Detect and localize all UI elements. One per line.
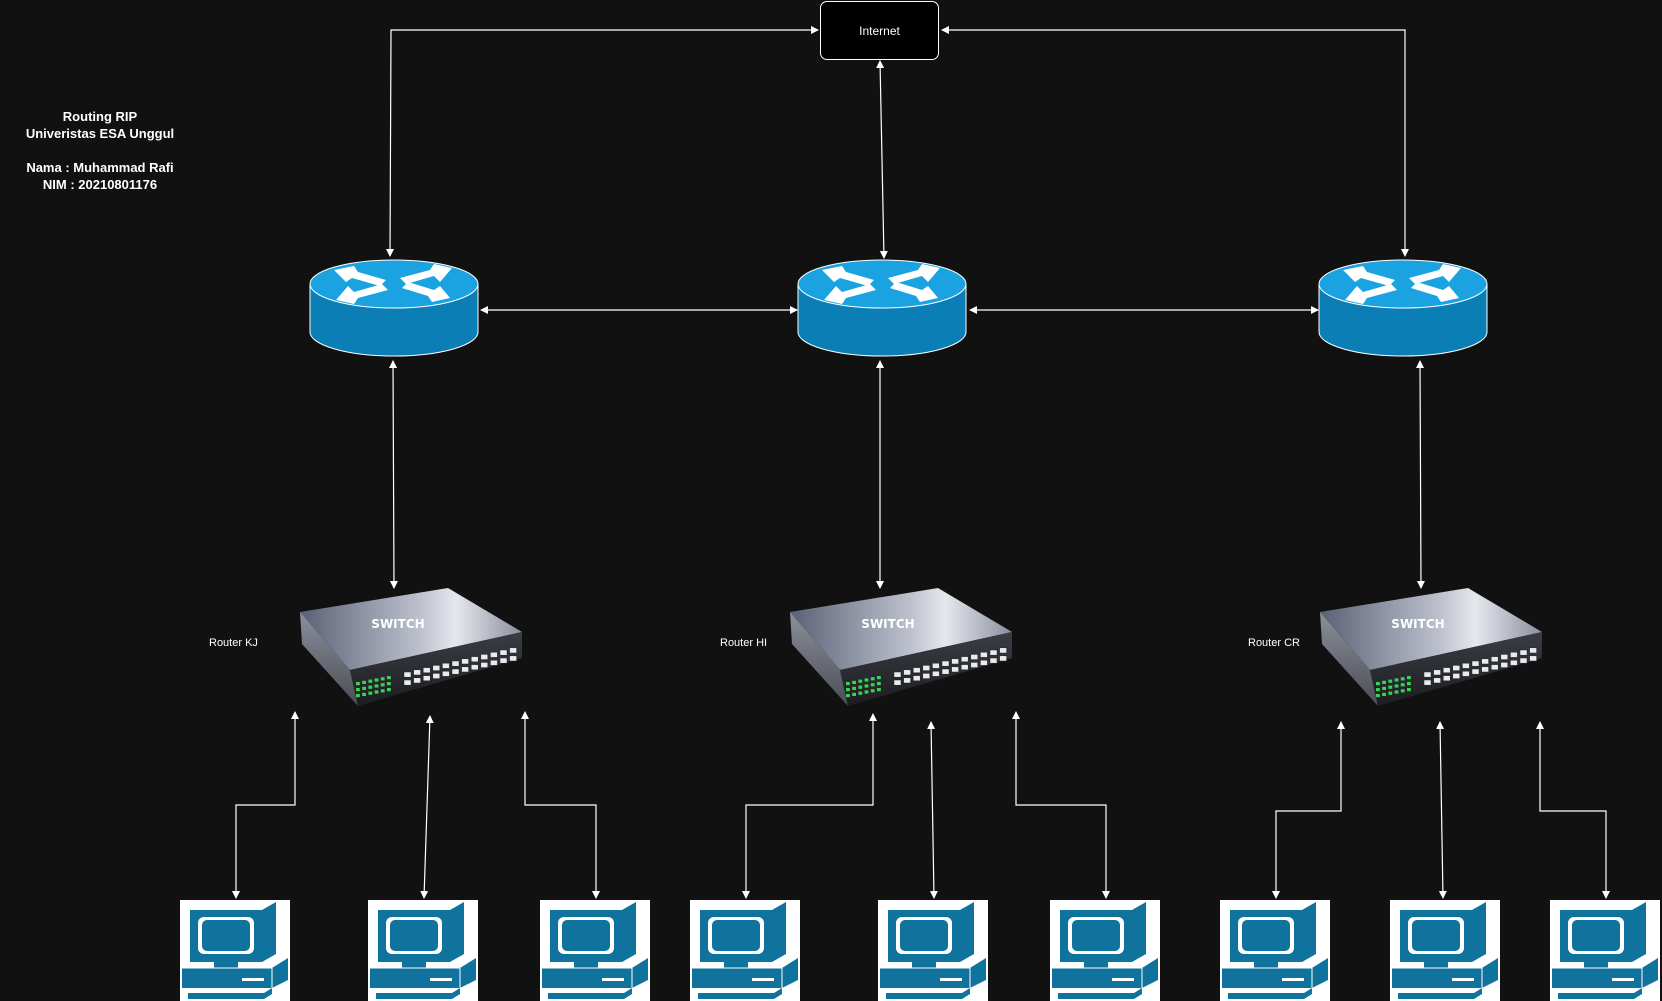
router-arrows <box>334 264 452 304</box>
university-name: Univeristas ESA Unggul <box>25 126 175 141</box>
link-router-cr-switch <box>1416 360 1425 589</box>
computer-icon[interactable] <box>180 900 290 1001</box>
router-arrows <box>1343 264 1461 304</box>
link-switch-kj-pc1 <box>232 711 299 899</box>
info-spacer <box>10 142 190 159</box>
connection-links <box>232 26 1610 899</box>
link-switch-cr-pc3 <box>1536 721 1610 899</box>
router-label-hi: Router HI <box>720 637 768 649</box>
computer-icon[interactable] <box>368 900 478 1001</box>
router-arrows <box>822 264 940 304</box>
switch-label: SWITCH <box>861 617 914 631</box>
switch-kj-icon[interactable]: SWITCH <box>300 588 522 706</box>
diagram-title: Routing RIP <box>62 109 138 124</box>
diagram-info: Routing RIP Univeristas ESA Unggul Nama … <box>10 108 190 193</box>
link-switch-cr-pc1 <box>1272 721 1345 899</box>
router-hi-icon[interactable] <box>797 259 967 357</box>
internet-cloud-box[interactable]: Internet <box>820 1 939 60</box>
link-switch-kj-pc3 <box>521 711 600 899</box>
link-internet-router-cr <box>941 26 1409 257</box>
link-switch-kj-pc2 <box>420 715 434 899</box>
student-name: Nama : Muhammad Rafi <box>26 160 174 175</box>
internet-label: Internet <box>859 23 900 38</box>
student-nim: NIM : 20210801176 <box>42 177 158 192</box>
link-internet-router-kj <box>386 26 819 257</box>
switch-label: SWITCH <box>1391 617 1444 631</box>
link-switch-hi-pc2 <box>927 721 938 899</box>
link-switch-hi-pc3 <box>1012 711 1110 899</box>
computer-icon[interactable] <box>878 900 988 1001</box>
computer-icon[interactable] <box>1050 900 1160 1001</box>
switch-hi-icon[interactable]: SWITCH <box>790 588 1012 706</box>
link-switch-hi-pc1 <box>742 713 877 899</box>
router-label-kj: Router KJ <box>209 637 258 649</box>
router-kj-icon[interactable] <box>309 259 479 357</box>
link-router-kj-switch <box>389 360 398 589</box>
link-internet-router-hi <box>876 60 888 259</box>
computer-icon[interactable] <box>1220 900 1330 1001</box>
switch-label: SWITCH <box>371 617 424 631</box>
switch-cr-icon[interactable]: SWITCH <box>1320 588 1542 706</box>
link-switch-cr-pc2 <box>1436 721 1447 899</box>
router-cr-icon[interactable] <box>1318 259 1488 357</box>
computer-icon[interactable] <box>1550 900 1660 1001</box>
computer-icon[interactable] <box>690 900 800 1001</box>
router-label-cr: Router CR <box>1248 637 1300 649</box>
computer-icon[interactable] <box>540 900 650 1001</box>
computer-icon[interactable] <box>1390 900 1500 1001</box>
